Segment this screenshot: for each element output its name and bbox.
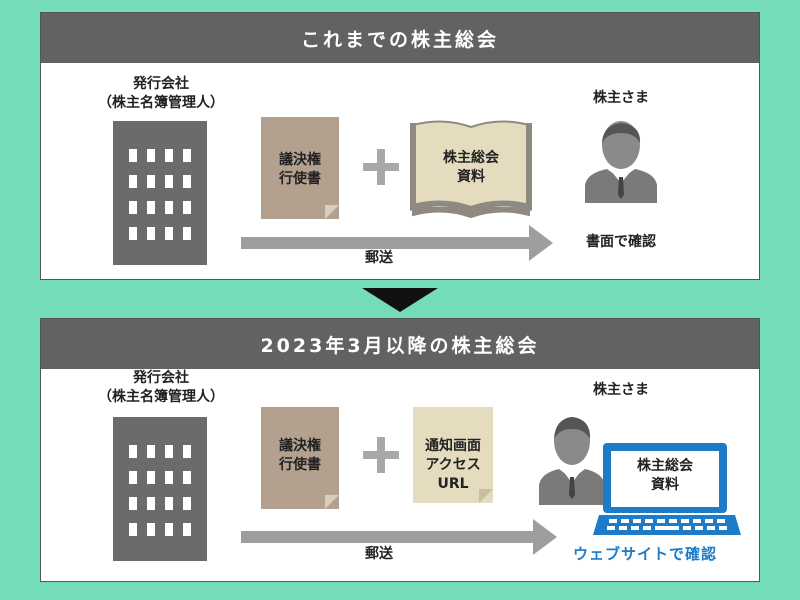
panel-before-header: これまでの株主総会 [41,13,759,63]
ballot-line1: 議決権 [279,438,321,454]
materials-label: 株主総会 資料 [441,149,501,187]
notice-line2: アクセスURL [425,457,481,492]
mail-label: 郵送 [365,250,393,266]
laptop-icon [593,443,741,535]
ballot-document-icon: 議決権 行使書 [261,407,339,509]
arrow-right-icon [241,225,553,261]
panel-after: 2023年3月以降の株主総会 発行会社 （株主名簿管理人） 議決権 行使書 通知… [40,318,760,582]
issuer-label: 発行会社 （株主名簿管理人） [61,75,261,113]
materials-line1: 株主総会 [443,150,499,166]
issuer-line2: （株主名簿管理人） [98,95,224,111]
issuer-line2: （株主名簿管理人） [98,389,224,405]
shareholder-label: 株主さま [593,90,649,106]
screen-line1: 株主総会 [637,458,693,474]
ballot-line1: 議決権 [279,152,321,168]
panel-after-header: 2023年3月以降の株主総会 [41,319,759,369]
issuer-line1: 発行会社 [133,76,189,92]
notice-document-icon: 通知画面 アクセスURL [413,407,493,503]
shareholder-label: 株主さま [593,382,649,398]
screen-line2: 資料 [651,477,679,493]
materials-line2: 資料 [457,169,485,185]
laptop-screen-text: 株主総会 資料 [611,457,719,495]
building-icon [113,121,207,265]
building-icon [113,417,207,561]
down-triangle-icon [362,288,438,312]
open-book-icon [410,120,532,219]
panel-before: これまでの株主総会 発行会社 （株主名簿管理人） 議決権 行使書 株主総会 資料… [40,12,760,280]
ballot-line2: 行使書 [279,171,321,187]
person-icon [539,417,605,505]
web-confirm-label: ウェブサイトで確認 [573,545,718,563]
person-icon [585,121,657,203]
confirm-label: 書面で確認 [586,234,656,250]
plus-icon [363,437,399,473]
ballot-document-icon: 議決権 行使書 [261,117,339,219]
notice-line1: 通知画面 [425,438,481,454]
mail-label: 郵送 [365,546,393,562]
arrow-right-icon [241,519,557,555]
ballot-line2: 行使書 [279,457,321,473]
issuer-label: 発行会社 （株主名簿管理人） [61,369,261,407]
issuer-line1: 発行会社 [133,370,189,386]
plus-icon [363,149,399,185]
